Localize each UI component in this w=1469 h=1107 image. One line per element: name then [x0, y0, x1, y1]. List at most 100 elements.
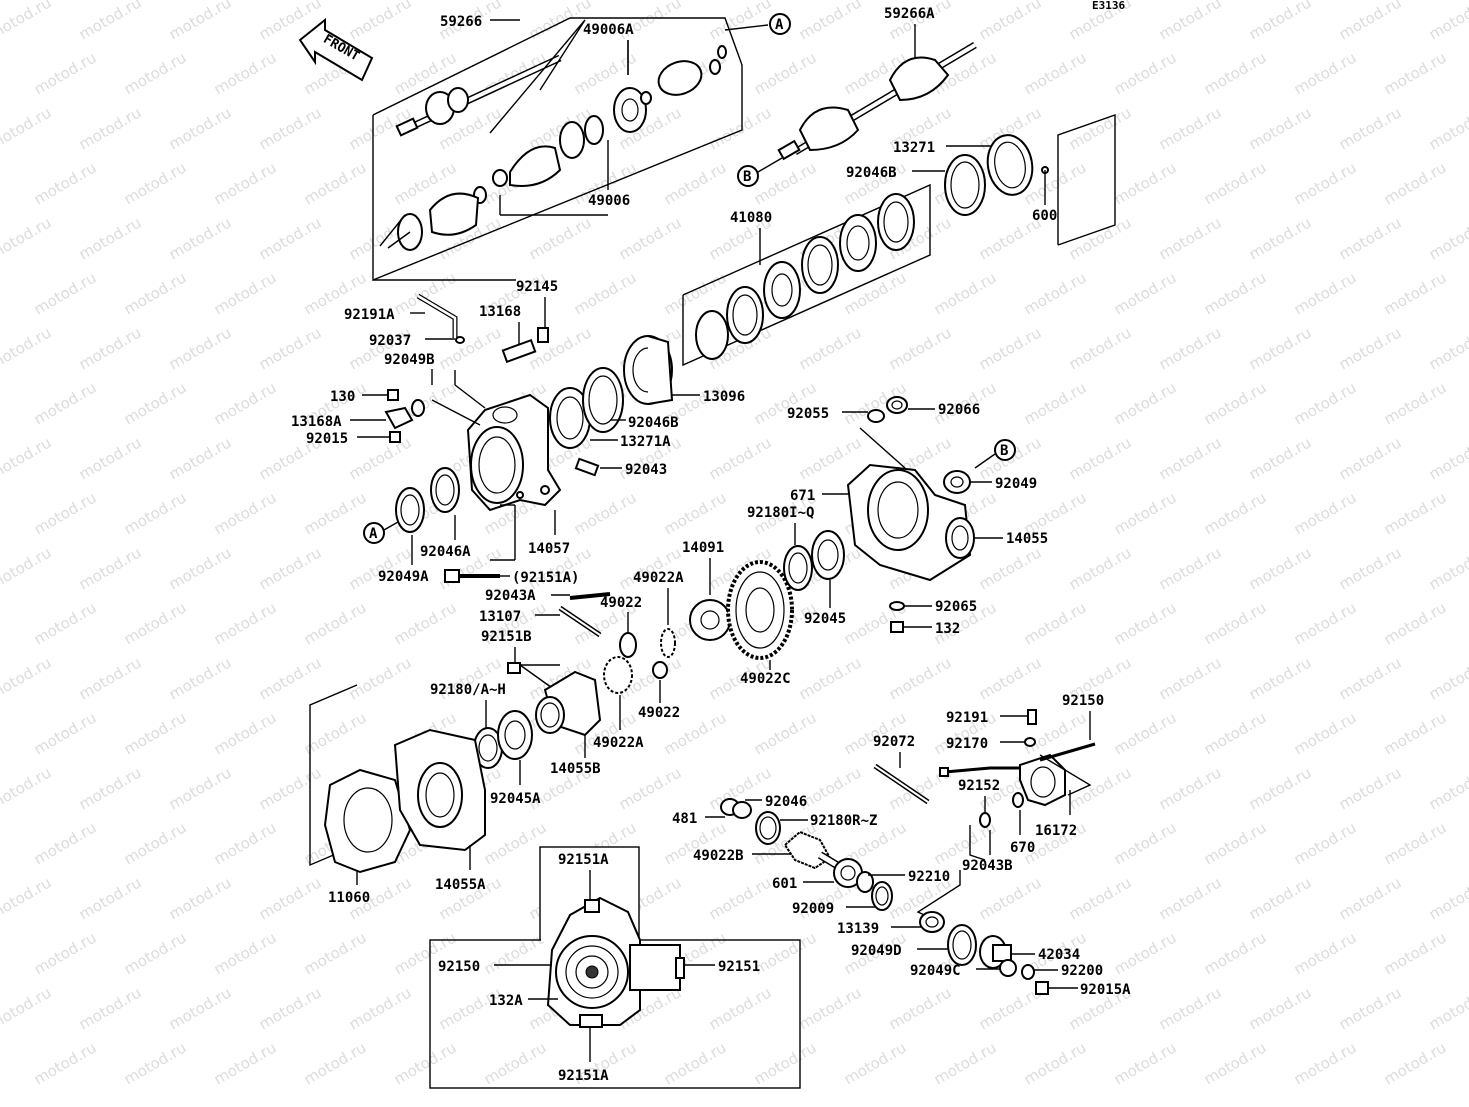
- watermark-text: motod.ru: [1111, 488, 1180, 538]
- watermark-text: motod.ru: [1381, 598, 1450, 648]
- label-92037: 92037: [369, 333, 411, 349]
- pinion-gears-49022: [603, 628, 676, 694]
- watermark-text: motod.ru: [751, 1038, 820, 1088]
- watermark-text: motod.ru: [0, 433, 54, 483]
- watermark-text: motod.ru: [661, 268, 730, 318]
- watermark-text: motod.ru: [1246, 983, 1315, 1033]
- watermark-text: motod.ru: [391, 268, 460, 318]
- watermark-text: motod.ru: [301, 158, 370, 208]
- watermark-text: motod.ru: [121, 708, 190, 758]
- watermark-text: motod.ru: [211, 708, 280, 758]
- watermark-text: motod.ru: [1426, 103, 1469, 153]
- watermark-text: motod.ru: [1426, 213, 1469, 263]
- watermark-text: motod.ru: [166, 873, 235, 923]
- label-92180RZ: 92180R~Z: [810, 813, 877, 829]
- seal-92049B: [411, 399, 425, 417]
- clutch-hub-13096: [623, 335, 674, 405]
- watermark-text: motod.ru: [751, 708, 820, 758]
- watermark-text: motod.ru: [346, 983, 415, 1033]
- label-670: 670: [1010, 840, 1035, 856]
- watermark-text: motod.ru: [481, 1038, 550, 1088]
- watermark-text: motod.ru: [0, 323, 54, 373]
- watermark-text: motod.ru: [571, 488, 640, 538]
- label-92152: 92152: [958, 778, 1000, 794]
- watermark-text: motod.ru: [1336, 0, 1405, 43]
- label-92045A: 92045A: [490, 791, 541, 807]
- watermark-text: motod.ru: [1111, 158, 1180, 208]
- watermark-text: motod.ru: [1066, 873, 1135, 923]
- label-41080: 41080: [730, 210, 772, 226]
- label-14055: 14055: [1006, 531, 1048, 547]
- label-11060: 11060: [328, 890, 370, 906]
- watermark-text: motod.ru: [481, 818, 550, 868]
- watermark-text: motod.ru: [1291, 708, 1360, 758]
- watermark-text: motod.ru: [1246, 323, 1315, 373]
- watermark-text: motod.ru: [1336, 763, 1405, 813]
- nut-92015A: [1035, 981, 1049, 995]
- watermark-text: motod.ru: [1246, 213, 1315, 263]
- watermark-text: motod.ru: [256, 543, 325, 593]
- watermark-text: motod.ru: [76, 653, 145, 703]
- watermark-text: motod.ru: [166, 323, 235, 373]
- watermark-text: motod.ru: [661, 488, 730, 538]
- watermark-text: motod.ru: [0, 543, 54, 593]
- watermark-text: motod.ru: [1156, 213, 1225, 263]
- bearing-92045: [811, 530, 845, 580]
- watermark-text: motod.ru: [1426, 653, 1469, 703]
- watermark-text: motod.ru: [31, 1038, 100, 1088]
- label-13271: 13271: [893, 140, 935, 156]
- label-92066: 92066: [938, 402, 980, 418]
- watermark-text: motod.ru: [1156, 0, 1225, 43]
- watermark-text: motod.ru: [1201, 928, 1270, 978]
- watermark-text: motod.ru: [121, 598, 190, 648]
- watermark-text: motod.ru: [1066, 323, 1135, 373]
- watermark-text: motod.ru: [1156, 983, 1225, 1033]
- ref-circle-b-top: B: [737, 165, 759, 187]
- watermark-text: motod.ru: [1381, 818, 1450, 868]
- label-92015A: 92015A: [1080, 982, 1131, 998]
- watermark-text: motod.ru: [76, 873, 145, 923]
- watermark-text: motod.ru: [1336, 433, 1405, 483]
- label-13096: 13096: [703, 389, 745, 405]
- watermark-text: motod.ru: [1426, 763, 1469, 813]
- hub-14091: [689, 599, 731, 641]
- label-132: 132: [935, 621, 960, 637]
- watermark-text: motod.ru: [1336, 543, 1405, 593]
- watermark-text: motod.ru: [706, 433, 775, 483]
- watermark-text: motod.ru: [841, 1038, 910, 1088]
- label-49022C: 49022C: [740, 671, 791, 687]
- washer-92152: [979, 812, 991, 828]
- watermark-text: motod.ru: [256, 103, 325, 153]
- gasket-11060: [323, 768, 412, 874]
- watermark-text: motod.ru: [661, 158, 730, 208]
- bearing-92046: [720, 798, 752, 819]
- shim-92180IQ: [783, 545, 813, 591]
- bearing-92045A: [497, 710, 533, 760]
- watermark-text: motod.ru: [1291, 158, 1360, 208]
- label-92180AH: 92180/A~H: [430, 682, 506, 698]
- watermark-text: motod.ru: [1426, 323, 1469, 373]
- watermark-text: motod.ru: [1291, 378, 1360, 428]
- oring-670: [1012, 792, 1024, 808]
- watermark-text: motod.ru: [1021, 268, 1090, 318]
- watermark-text: motod.ru: [1156, 873, 1225, 923]
- watermark-text: motod.ru: [31, 158, 100, 208]
- watermark-text: motod.ru: [211, 488, 280, 538]
- watermark-text: motod.ru: [346, 653, 415, 703]
- watermark-text: motod.ru: [886, 983, 955, 1033]
- watermark-text: motod.ru: [751, 928, 820, 978]
- label-92049: 92049: [995, 476, 1037, 492]
- watermark-text: motod.ru: [481, 928, 550, 978]
- label-92151B: 92151B: [481, 629, 532, 645]
- shim-13271: [986, 134, 1034, 196]
- label-92009: 92009: [792, 901, 834, 917]
- label-92200: 92200: [1061, 963, 1103, 979]
- watermark-text: motod.ru: [1381, 158, 1450, 208]
- watermark-text: motod.ru: [1336, 983, 1405, 1033]
- label-92150-left: 92150: [438, 959, 480, 975]
- watermark-text: motod.ru: [76, 213, 145, 263]
- watermark-text: motod.ru: [256, 213, 325, 263]
- cover-14055A: [393, 728, 486, 852]
- watermark-text: motod.ru: [1201, 488, 1270, 538]
- housing-14057: [466, 393, 562, 512]
